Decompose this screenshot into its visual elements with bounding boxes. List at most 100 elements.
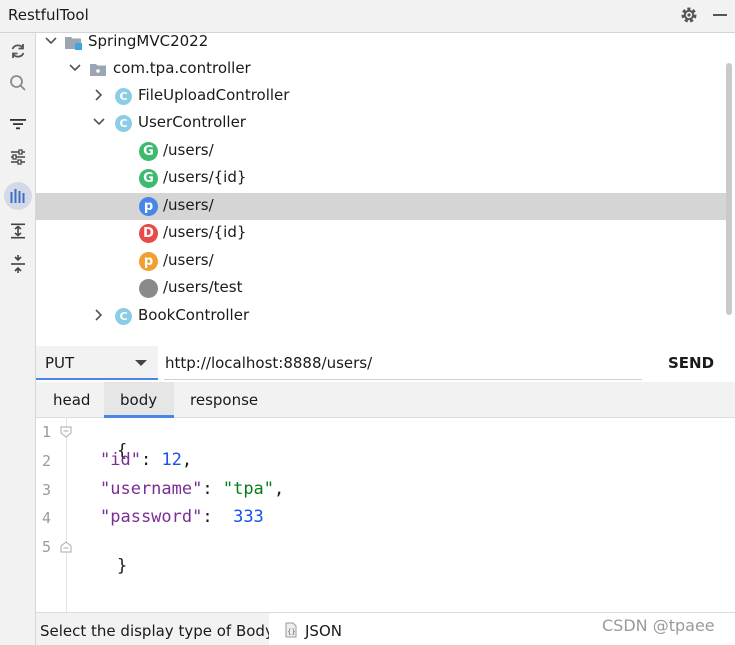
- expand-all-button[interactable]: [4, 217, 32, 245]
- json-separator: :: [202, 479, 223, 499]
- caret-down-icon[interactable]: [134, 358, 148, 368]
- endpoint-path: /users/{id}: [163, 223, 247, 241]
- refresh-button[interactable]: [4, 37, 32, 65]
- collapse-all-icon: [11, 255, 25, 273]
- search-button[interactable]: [4, 69, 32, 97]
- get-method-icon: G: [139, 169, 158, 188]
- project-label: SpringMVC2022: [88, 33, 209, 50]
- chevron-down-icon[interactable]: [68, 61, 82, 75]
- body-type-label: Select the display type of Body:: [40, 622, 278, 640]
- line-number: 4: [42, 509, 52, 527]
- fold-close-icon[interactable]: [60, 541, 72, 553]
- tree-row-controller[interactable]: C UserController: [36, 110, 726, 137]
- json-open-brace: {: [116, 441, 128, 461]
- tree-scrollbar[interactable]: [726, 63, 732, 315]
- json-value: 12: [161, 450, 182, 470]
- tree-row-project[interactable]: SpringMVC2022: [36, 33, 726, 56]
- body-type-select[interactable]: {} JSON: [269, 613, 735, 645]
- tree-row-package[interactable]: com.tpa.controller: [36, 56, 726, 83]
- fold-open-icon[interactable]: [60, 426, 72, 438]
- package-label: com.tpa.controller: [113, 59, 251, 77]
- controller-label: FileUploadController: [138, 86, 290, 104]
- post-method-icon: p: [139, 252, 158, 271]
- watermark: CSDN @tpaee: [602, 616, 715, 635]
- settings-button[interactable]: [4, 143, 32, 171]
- settings-sliders-icon: [11, 149, 25, 165]
- class-icon: C: [115, 308, 132, 325]
- method-select[interactable]: PUT: [36, 346, 158, 380]
- tree-row-endpoint[interactable]: D /users/{id}: [36, 220, 726, 247]
- collapse-all-button[interactable]: [4, 250, 32, 278]
- package-folder-icon: [90, 64, 106, 76]
- svg-text:{}: {}: [287, 628, 295, 636]
- chevron-right-icon[interactable]: [92, 88, 106, 102]
- line-number: 5: [42, 538, 52, 556]
- filter-button[interactable]: [4, 110, 32, 138]
- tab-active-indicator: [104, 382, 174, 418]
- put-method-icon: p: [139, 197, 158, 216]
- search-icon: [10, 75, 26, 91]
- json-value: 333: [233, 507, 264, 527]
- any-method-icon: [139, 279, 158, 298]
- json-file-icon: {}: [285, 622, 297, 638]
- body-type-value: JSON: [305, 622, 342, 640]
- tab-head[interactable]: head: [53, 391, 91, 409]
- json-key: "password": [100, 507, 203, 527]
- json-close-brace: }: [116, 556, 128, 576]
- tree-row-endpoint-selected[interactable]: p /users/: [36, 193, 726, 220]
- tab-body[interactable]: body: [120, 391, 158, 409]
- chevron-down-icon[interactable]: [92, 115, 106, 129]
- controller-label: BookController: [138, 306, 250, 324]
- code-line: "id": 12,: [100, 450, 192, 470]
- api-list-icon: [10, 189, 25, 203]
- tree-row-endpoint[interactable]: p /users/: [36, 248, 726, 275]
- tab-response[interactable]: response: [190, 391, 259, 409]
- url-input[interactable]: http://localhost:8888/users/: [164, 346, 642, 380]
- delete-method-icon: D: [139, 224, 158, 243]
- json-comma: ,: [181, 450, 193, 470]
- api-list-button[interactable]: [4, 182, 32, 210]
- endpoint-path: /users/: [163, 141, 214, 159]
- body-editor[interactable]: 1 2 3 4 5 { "id": 12, "username": "tpa",…: [36, 418, 735, 612]
- tree-row-controller[interactable]: C BookController: [36, 303, 726, 330]
- body-tabs: head body response: [36, 382, 735, 418]
- code-line: {: [76, 421, 127, 481]
- api-tree: SpringMVC2022 com.tpa.controller C FileU…: [36, 33, 735, 344]
- get-method-icon: G: [139, 142, 158, 161]
- request-bar: PUT http://localhost:8888/users/ SEND: [36, 344, 735, 382]
- chevron-down-icon[interactable]: [44, 34, 58, 48]
- gear-icon[interactable]: [679, 5, 699, 25]
- endpoint-path: /users/{id}: [163, 168, 247, 186]
- code-line: "username": "tpa",: [100, 479, 284, 499]
- method-value: PUT: [45, 354, 75, 372]
- expand-all-icon: [11, 223, 25, 239]
- module-folder-icon: [65, 37, 82, 50]
- footer-bar: Select the display type of Body: {} JSON: [36, 612, 735, 645]
- left-toolbar: [0, 33, 36, 645]
- window-title: RestfulTool: [8, 6, 89, 24]
- json-separator: :: [202, 507, 234, 527]
- line-number: 2: [42, 452, 52, 470]
- line-number: 3: [42, 481, 52, 499]
- json-separator: :: [140, 450, 162, 470]
- tree-row-endpoint[interactable]: G /users/: [36, 138, 726, 165]
- filter-icon: [10, 119, 26, 130]
- tree-row-endpoint[interactable]: G /users/{id}: [36, 165, 726, 192]
- controller-label: UserController: [138, 113, 246, 131]
- chevron-right-icon[interactable]: [92, 308, 106, 322]
- class-icon: C: [115, 115, 132, 132]
- tree-row-endpoint[interactable]: /users/test: [36, 275, 726, 302]
- endpoint-path: /users/test: [163, 278, 243, 296]
- endpoint-path: /users/: [163, 251, 214, 269]
- refresh-icon: [11, 44, 25, 58]
- json-key: "username": [100, 479, 203, 499]
- line-number: 1: [42, 423, 52, 441]
- endpoint-path: /users/: [163, 196, 214, 214]
- code-line: "password": 333: [100, 507, 264, 527]
- line-gutter: 1 2 3 4 5: [36, 418, 72, 612]
- send-button[interactable]: SEND: [667, 354, 715, 372]
- class-icon: C: [115, 88, 132, 105]
- minimize-icon[interactable]: [711, 6, 729, 24]
- tree-row-controller[interactable]: C FileUploadController: [36, 83, 726, 110]
- title-bar: RestfulTool: [0, 0, 735, 33]
